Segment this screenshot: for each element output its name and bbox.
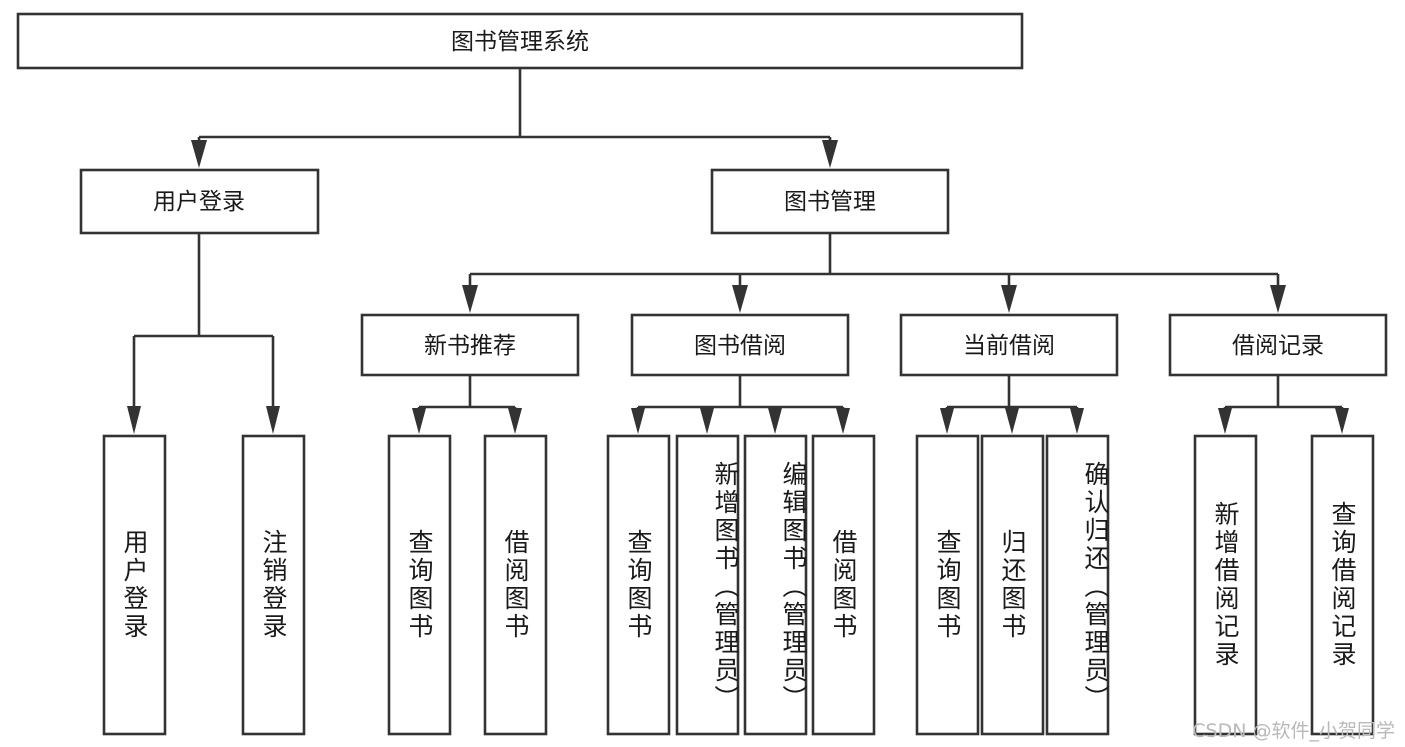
node-book-borrow[interactable]: 图书借阅	[630, 313, 850, 377]
watermark-text: CSDN @软件_小贺同学	[1192, 720, 1395, 742]
node-leaf-return-book-box[interactable]	[980, 434, 1045, 736]
node-root-box[interactable]	[16, 12, 1024, 70]
node-leaf-add-book-box[interactable]	[675, 434, 740, 736]
arrow-icon-current-borrow	[1001, 285, 1017, 313]
node-borrow-record[interactable]: 借阅记录	[1168, 313, 1388, 377]
node-borrow-record-box[interactable]	[1168, 313, 1388, 377]
node-new-book-recommend-label: 新书推荐	[424, 333, 516, 359]
node-current-borrow-label: 当前借阅	[963, 333, 1055, 359]
arrow-icon-new-book-recommend	[462, 285, 478, 313]
node-book-management-box[interactable]	[710, 168, 950, 235]
node-leaf-add-record-box[interactable]	[1193, 434, 1258, 736]
arrow-icon-leaf-query-book-3	[940, 408, 954, 434]
node-book-borrow-label: 图书借阅	[694, 333, 786, 359]
node-new-book-recommend-box[interactable]	[360, 313, 580, 377]
arrow-icon-leaf-query-book-1	[412, 408, 426, 434]
node-leaf-confirm-return-box[interactable]	[1045, 434, 1110, 736]
leaf-box-group	[102, 434, 1375, 736]
node-book-borrow-box[interactable]	[630, 313, 850, 377]
node-leaf-query-book-2-box[interactable]	[606, 434, 671, 736]
arrow-icon-book-borrow	[732, 285, 748, 313]
arrow-icon-leaf-return-book	[1005, 408, 1019, 434]
arrow-icon-leaf-confirm-return	[1070, 408, 1084, 434]
node-leaf-query-record-box[interactable]	[1310, 434, 1375, 736]
arrow-icon-leaf-query-book-2	[631, 408, 645, 434]
arrow-icon-leaf-query-record	[1335, 408, 1349, 434]
node-new-book-recommend[interactable]: 新书推荐	[360, 313, 580, 377]
arrow-icon-user-login	[191, 140, 207, 168]
node-current-borrow-box[interactable]	[899, 313, 1119, 377]
node-leaf-query-book-1-box[interactable]	[387, 434, 452, 736]
arrow-icon-borrow-record	[1270, 285, 1286, 313]
arrow-icon-leaf-logout	[266, 406, 280, 434]
node-book-management-label: 图书管理	[784, 189, 876, 215]
node-leaf-borrow-book-2-box[interactable]	[811, 434, 876, 736]
node-leaf-user-login-box[interactable]	[102, 434, 167, 736]
arrow-icon-leaf-user-login	[127, 406, 141, 434]
arrow-icon-book-management	[822, 140, 838, 168]
node-user-login-label: 用户登录	[153, 189, 245, 215]
node-leaf-edit-book-box[interactable]	[743, 434, 808, 736]
node-leaf-borrow-book-1-box[interactable]	[483, 434, 548, 736]
arrow-icon-leaf-borrow-book-1	[508, 408, 522, 434]
node-root[interactable]: 图书管理系统	[16, 12, 1024, 70]
node-user-login-box[interactable]	[79, 168, 320, 235]
node-user-login[interactable]: 用户登录	[79, 168, 320, 235]
node-leaf-logout-box[interactable]	[241, 434, 306, 736]
arrow-icon-leaf-edit-book	[768, 408, 782, 434]
node-root-label: 图书管理系统	[451, 29, 589, 55]
arrow-icon-leaf-add-book	[700, 408, 714, 434]
node-borrow-record-label: 借阅记录	[1232, 333, 1324, 359]
node-leaf-query-book-3-box[interactable]	[915, 434, 980, 736]
arrow-icon-leaf-add-record	[1218, 408, 1232, 434]
node-current-borrow[interactable]: 当前借阅	[899, 313, 1119, 377]
arrow-icon-leaf-borrow-book-2	[836, 408, 850, 434]
node-book-management[interactable]: 图书管理	[710, 168, 950, 235]
edge-group	[127, 68, 1349, 434]
